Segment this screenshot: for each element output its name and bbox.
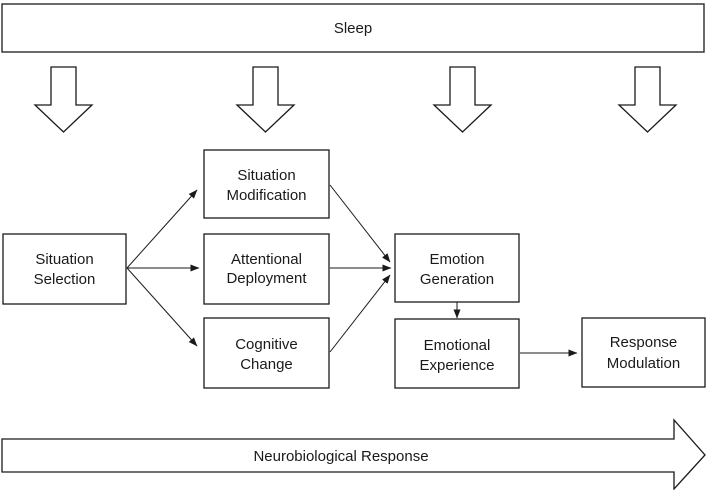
box-attentional-deployment-line-2: Deployment bbox=[226, 270, 307, 287]
box-situation-selection-line-1: Situation bbox=[35, 251, 93, 268]
box-emotion-generation: Emotion Generation bbox=[394, 233, 520, 303]
edge-selection-to-modification bbox=[126, 189, 198, 269]
box-response-modulation: Response Modulation bbox=[581, 317, 706, 388]
box-emotion-generation-line-1: Emotion bbox=[429, 251, 484, 268]
box-emotion-generation-line-2: Generation bbox=[420, 271, 494, 288]
down-arrows bbox=[33, 66, 678, 133]
neurobiological-response-label: Neurobiological Response bbox=[253, 448, 428, 465]
box-situation-selection-line-2: Selection bbox=[34, 271, 96, 288]
box-response-modulation-line-2: Modulation bbox=[607, 355, 680, 372]
box-situation-selection: Situation Selection bbox=[2, 233, 127, 305]
down-arrow-3 bbox=[432, 66, 493, 133]
down-arrow-4 bbox=[617, 66, 678, 133]
box-attentional-deployment: Attentional Deployment bbox=[203, 233, 330, 305]
box-situation-modification-line-1: Situation bbox=[237, 167, 295, 184]
box-cognitive-change-line-1: Cognitive bbox=[235, 336, 298, 353]
box-response-modulation-line-1: Response bbox=[610, 334, 678, 351]
edge-cognitive-to-generation bbox=[329, 274, 391, 353]
sleep-label: Sleep bbox=[334, 20, 372, 37]
box-emotional-experience-line-1: Emotional bbox=[424, 337, 491, 354]
neurobiological-response-arrow: Neurobiological Response bbox=[1, 418, 706, 490]
sleep-banner: Sleep bbox=[1, 3, 705, 53]
down-arrow-2 bbox=[235, 66, 296, 133]
box-emotional-experience-line-2: Experience bbox=[419, 357, 494, 374]
box-situation-modification-line-2: Modification bbox=[226, 187, 306, 204]
box-attentional-deployment-line-1: Attentional bbox=[231, 251, 302, 268]
box-situation-modification: Situation Modification bbox=[203, 149, 330, 219]
box-cognitive-change: Cognitive Change bbox=[203, 317, 330, 389]
edge-modification-to-generation bbox=[329, 184, 391, 263]
box-emotional-experience: Emotional Experience bbox=[394, 318, 520, 389]
down-arrow-1 bbox=[33, 66, 94, 133]
connectors bbox=[126, 184, 578, 357]
box-cognitive-change-line-2: Change bbox=[240, 356, 293, 373]
edge-selection-to-cognitive bbox=[126, 267, 198, 347]
